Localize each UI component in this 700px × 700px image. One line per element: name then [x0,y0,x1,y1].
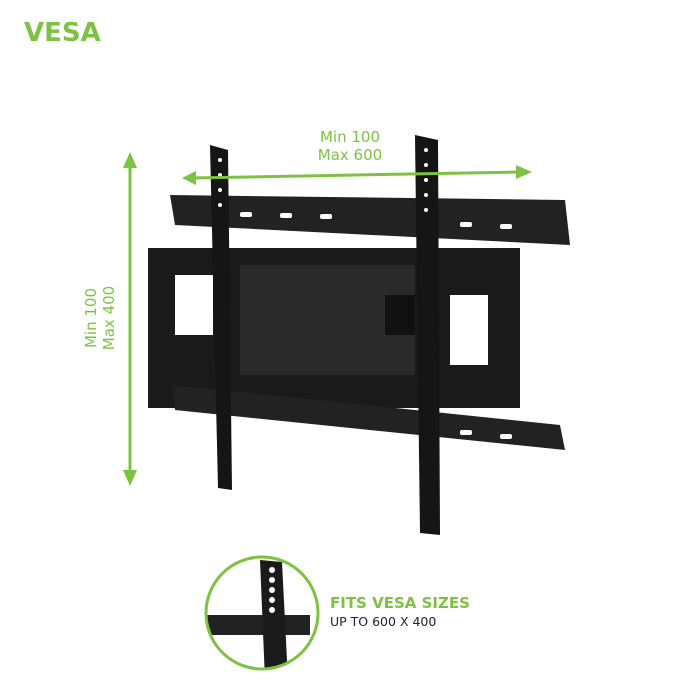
vesa-title: VESA [24,18,101,48]
vertical-range-label: Min 100 Max 400 [82,198,118,438]
horizontal-min: Min 100 [319,128,380,146]
bottom-rail [172,385,565,450]
vesa-badge-circle [204,555,320,671]
top-rail [170,195,570,245]
vertical-arrow [123,152,137,486]
vesa-badge-text: FITS VESA SIZES UP TO 600 X 400 [330,594,470,629]
center-plate [148,248,520,408]
vertical-min: Min 100 [82,288,100,349]
horizontal-arrow [182,165,532,185]
horizontal-range-label: Min 100 Max 600 [290,128,410,164]
badge-subheading: UP TO 600 X 400 [330,614,437,629]
vertical-bars [210,135,440,535]
badge-heading: FITS VESA SIZES [330,594,470,612]
vertical-max: Max 400 [100,285,118,351]
horizontal-max: Max 600 [317,146,383,164]
